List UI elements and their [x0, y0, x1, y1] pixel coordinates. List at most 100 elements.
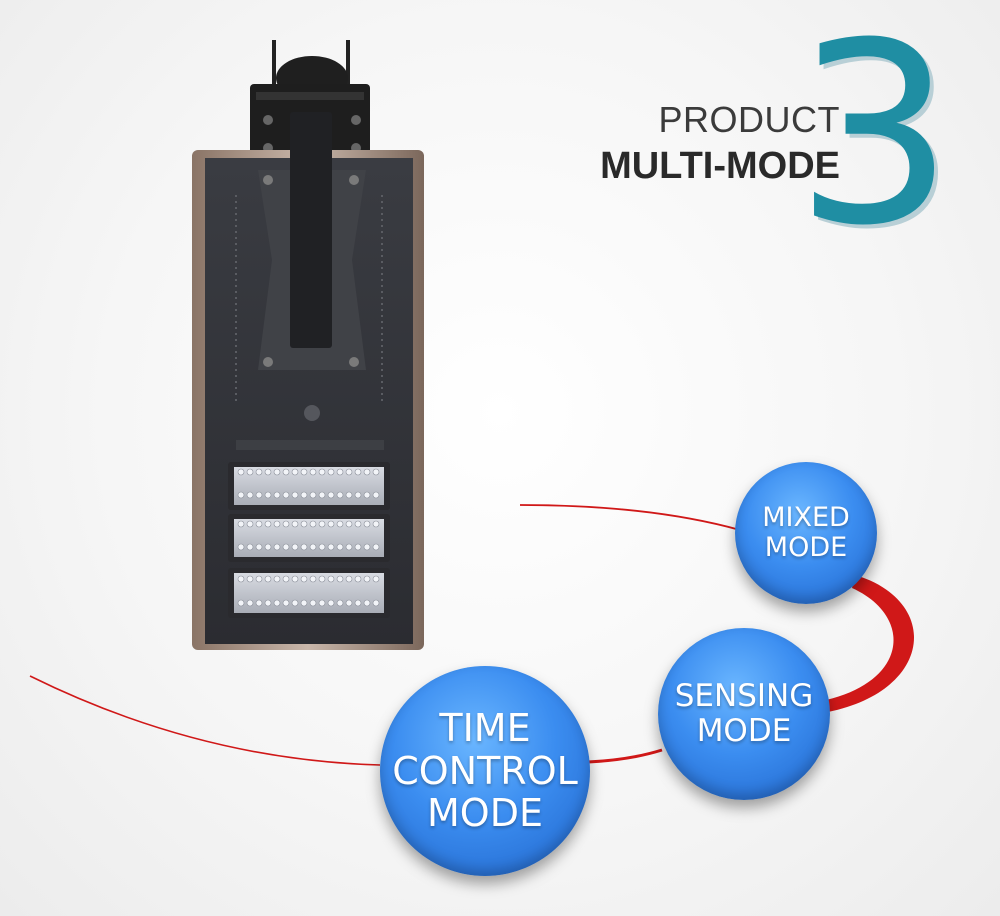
led-chip — [336, 543, 344, 551]
time-control-mode-bubble: TIME CONTROL MODE — [380, 666, 590, 876]
led-chip — [282, 575, 290, 583]
led-chip — [246, 491, 254, 499]
led-chip — [345, 599, 353, 607]
led-chip — [300, 468, 308, 476]
led-chip — [282, 599, 290, 607]
led-chip — [264, 520, 272, 528]
led-chip — [291, 468, 299, 476]
led-chip — [255, 468, 263, 476]
led-chip — [237, 468, 245, 476]
led-chip — [372, 599, 380, 607]
mixed-mode-label: MIXED MODE — [762, 501, 850, 563]
led-chip — [372, 491, 380, 499]
led-chip — [354, 468, 362, 476]
heading-multi-mode: MULTI-MODE — [600, 145, 840, 187]
led-chip — [336, 491, 344, 499]
led-chip — [237, 491, 245, 499]
led-chip — [327, 468, 335, 476]
led-chip — [363, 520, 371, 528]
led-chip — [291, 575, 299, 583]
led-chip — [372, 520, 380, 528]
led-chip — [318, 575, 326, 583]
led-chip — [354, 520, 362, 528]
led-chip — [264, 575, 272, 583]
time-control-mode-label: TIME CONTROL MODE — [392, 706, 578, 836]
led-chip — [237, 543, 245, 551]
led-chip — [255, 520, 263, 528]
led-chip — [273, 543, 281, 551]
heading-product: PRODUCT — [658, 99, 840, 140]
led-chip — [372, 575, 380, 583]
led-chip — [237, 599, 245, 607]
led-chip — [291, 520, 299, 528]
led-chip — [273, 520, 281, 528]
heading: PRODUCT MULTI-MODE — [600, 100, 840, 188]
led-chip — [300, 575, 308, 583]
led-chip — [255, 543, 263, 551]
led-chip — [309, 543, 317, 551]
led-chip — [318, 468, 326, 476]
sensing-mode-label: SENSING MODE — [674, 678, 814, 749]
led-chip — [282, 543, 290, 551]
led-chip — [318, 543, 326, 551]
led-chip — [327, 575, 335, 583]
led-chip — [363, 491, 371, 499]
led-chip — [264, 543, 272, 551]
led-chip — [300, 599, 308, 607]
led-chip — [354, 575, 362, 583]
led-chip — [273, 599, 281, 607]
mixed-mode-bubble: MIXED MODE — [735, 462, 877, 604]
led-chip — [336, 599, 344, 607]
led-chip — [237, 575, 245, 583]
led-chip — [309, 599, 317, 607]
led-chip — [255, 599, 263, 607]
led-chip — [345, 575, 353, 583]
led-chip — [336, 520, 344, 528]
led-chip — [327, 543, 335, 551]
led-chip — [264, 491, 272, 499]
led-module-3 — [228, 568, 390, 618]
led-chip — [327, 491, 335, 499]
led-chip — [336, 468, 344, 476]
led-chip — [318, 491, 326, 499]
led-chip — [282, 520, 290, 528]
led-chip — [264, 599, 272, 607]
led-chip — [273, 491, 281, 499]
led-chip — [282, 468, 290, 476]
led-chip — [309, 491, 317, 499]
led-chip — [273, 575, 281, 583]
led-chip — [345, 491, 353, 499]
led-chip — [363, 599, 371, 607]
led-chip — [309, 468, 317, 476]
led-chip — [354, 491, 362, 499]
led-chip — [345, 520, 353, 528]
led-chip — [309, 575, 317, 583]
led-chip — [300, 543, 308, 551]
led-chip — [264, 468, 272, 476]
led-chip — [291, 491, 299, 499]
led-chip — [309, 520, 317, 528]
led-chip — [354, 599, 362, 607]
led-chip — [246, 543, 254, 551]
led-chip — [363, 543, 371, 551]
led-chip — [255, 575, 263, 583]
led-chip — [237, 520, 245, 528]
led-chip — [336, 575, 344, 583]
mode-connector-curve — [29, 504, 915, 766]
led-chip — [327, 520, 335, 528]
led-chip — [246, 520, 254, 528]
solar-street-light-image — [192, 40, 424, 650]
led-chip — [372, 468, 380, 476]
led-chip — [246, 575, 254, 583]
led-chip — [300, 491, 308, 499]
led-chip — [363, 575, 371, 583]
led-chip — [327, 599, 335, 607]
led-chip — [282, 491, 290, 499]
led-chip — [372, 543, 380, 551]
led-chip — [291, 543, 299, 551]
led-chip — [318, 599, 326, 607]
section-number: 3 — [795, 0, 955, 280]
led-chip — [318, 520, 326, 528]
led-chip — [345, 543, 353, 551]
